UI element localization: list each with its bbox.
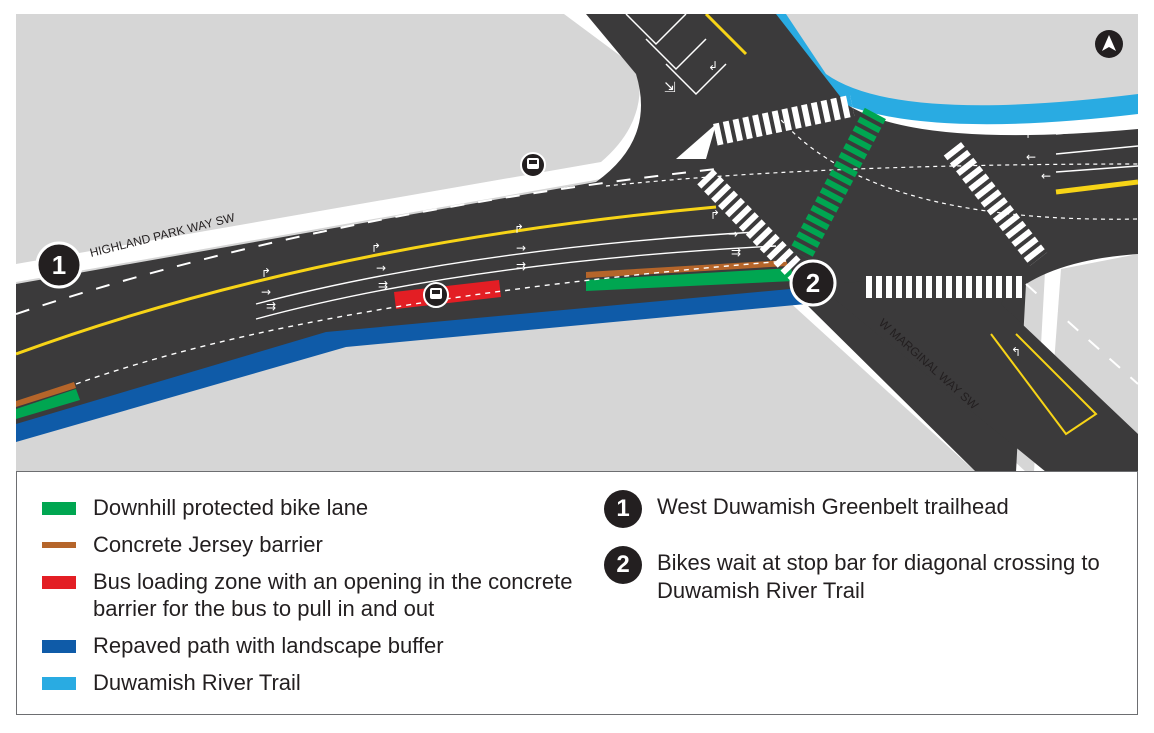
svg-text:↲: ↲ <box>708 59 718 73</box>
east-yellow-median <box>1055 179 1138 195</box>
legend-label: Bus loading zone with an opening in the … <box>93 569 573 621</box>
legend-swatch-brown <box>42 542 76 548</box>
south-yellow-hatch <box>990 333 1098 436</box>
svg-text:←: ← <box>1026 150 1036 164</box>
svg-text:↰: ↰ <box>1021 127 1031 141</box>
legend-label: Repaved path with landscape buffer <box>93 633 444 658</box>
north-arrow-icon <box>1095 30 1123 58</box>
svg-text:→: → <box>376 261 386 275</box>
bike-lane-east <box>586 268 794 291</box>
callout-list: 1 West Duwamish Greenbelt trailhead 2 Bi… <box>604 490 1124 623</box>
turn-guide-2 <box>775 113 1138 220</box>
repaved-path <box>16 288 806 442</box>
crosswalk-south <box>866 276 1026 298</box>
jersey-barrier-west <box>16 382 76 407</box>
marginal-lane-dash <box>1025 283 1138 385</box>
lane-line-2 <box>255 231 757 305</box>
svg-text:→: → <box>516 241 526 255</box>
svg-text:⇉: ⇉ <box>516 259 526 273</box>
north-yellow-line <box>704 14 748 56</box>
lane-dash-1 <box>16 168 717 315</box>
legend-swatch-dark-blue <box>42 640 76 653</box>
svg-text:→: → <box>261 285 271 299</box>
legend-item-bike-lane: Downhill protected bike lane <box>42 494 602 521</box>
svg-text:→: → <box>728 227 738 241</box>
svg-text:1: 1 <box>52 250 66 280</box>
legend-item-jersey-barrier: Concrete Jersey barrier <box>42 531 602 558</box>
crosswalk-west <box>697 169 818 293</box>
callout-1: 1 West Duwamish Greenbelt trailhead <box>604 490 1124 528</box>
svg-text:↱: ↱ <box>514 222 524 236</box>
east-lane-line-1 <box>1055 125 1138 135</box>
svg-text:2: 2 <box>806 268 820 298</box>
callout-text: West Duwamish Greenbelt trailhead <box>657 494 1009 519</box>
bus-stop-icon <box>423 282 449 308</box>
legend-label: Duwamish River Trail <box>93 670 301 695</box>
intersection-map: ↱ → ⇉ ↱ → ⇉ ↱ → ⇉ ↱ → ⇉ ↰ ← ← ⇲ ↲ ↰ HIGH… <box>16 14 1138 472</box>
legend-item-bus-zone: Bus loading zone with an opening in the … <box>42 568 602 622</box>
median-island <box>676 124 716 159</box>
svg-text:⇲: ⇲ <box>664 80 676 96</box>
bike-diagonal-crossing <box>789 107 886 261</box>
legend-label: Concrete Jersey barrier <box>93 532 323 557</box>
legend-swatch-light-blue <box>42 677 76 690</box>
lane-line-3 <box>255 245 777 320</box>
map-legend-divider <box>16 471 1138 472</box>
svg-text:←: ← <box>1041 169 1051 183</box>
east-lane-line-3 <box>1055 165 1138 173</box>
legend-swatch-red <box>42 576 76 589</box>
callout-badge: 2 <box>604 546 642 584</box>
chevron-markings <box>625 14 727 96</box>
svg-text:↱: ↱ <box>261 266 271 280</box>
lane-arrows: ↱ → ⇉ ↱ → ⇉ ↱ → ⇉ ↱ → ⇉ ↰ ← ← ⇲ ↲ ↰ <box>261 59 1051 359</box>
center-yellow-line <box>16 205 717 356</box>
bike-lane-edge <box>75 260 787 385</box>
east-lane-line-2 <box>1055 145 1138 155</box>
legend-item-repaved-path: Repaved path with landscape buffer <box>42 632 602 659</box>
crosswalk-north <box>713 94 855 146</box>
bike-lane-west <box>16 389 80 419</box>
duwamish-river-trail <box>768 14 1138 125</box>
callout-text: Bikes wait at stop bar for diagonal cros… <box>657 550 1100 603</box>
svg-text:↰: ↰ <box>1011 345 1021 359</box>
bus-stop-icon <box>520 152 546 178</box>
callout-badge: 1 <box>604 490 642 528</box>
map-marker-1: 1 <box>35 241 83 289</box>
svg-text:⇉: ⇉ <box>378 278 388 292</box>
svg-text:⇉: ⇉ <box>731 245 741 259</box>
crosswalk-east <box>943 142 1048 266</box>
map-marker-2: 2 <box>789 259 837 307</box>
callout-2: 2 Bikes wait at stop bar for diagonal cr… <box>604 546 1124 605</box>
legend-swatch-green <box>42 502 76 515</box>
legend: Downhill protected bike lane Concrete Je… <box>42 494 602 706</box>
svg-text:↱: ↱ <box>371 241 381 255</box>
legend-label: Downhill protected bike lane <box>93 495 369 520</box>
legend-item-river-trail: Duwamish River Trail <box>42 669 602 696</box>
north-sidewalk <box>16 14 661 282</box>
svg-text:⇉: ⇉ <box>266 299 276 313</box>
svg-text:↱: ↱ <box>710 208 720 222</box>
